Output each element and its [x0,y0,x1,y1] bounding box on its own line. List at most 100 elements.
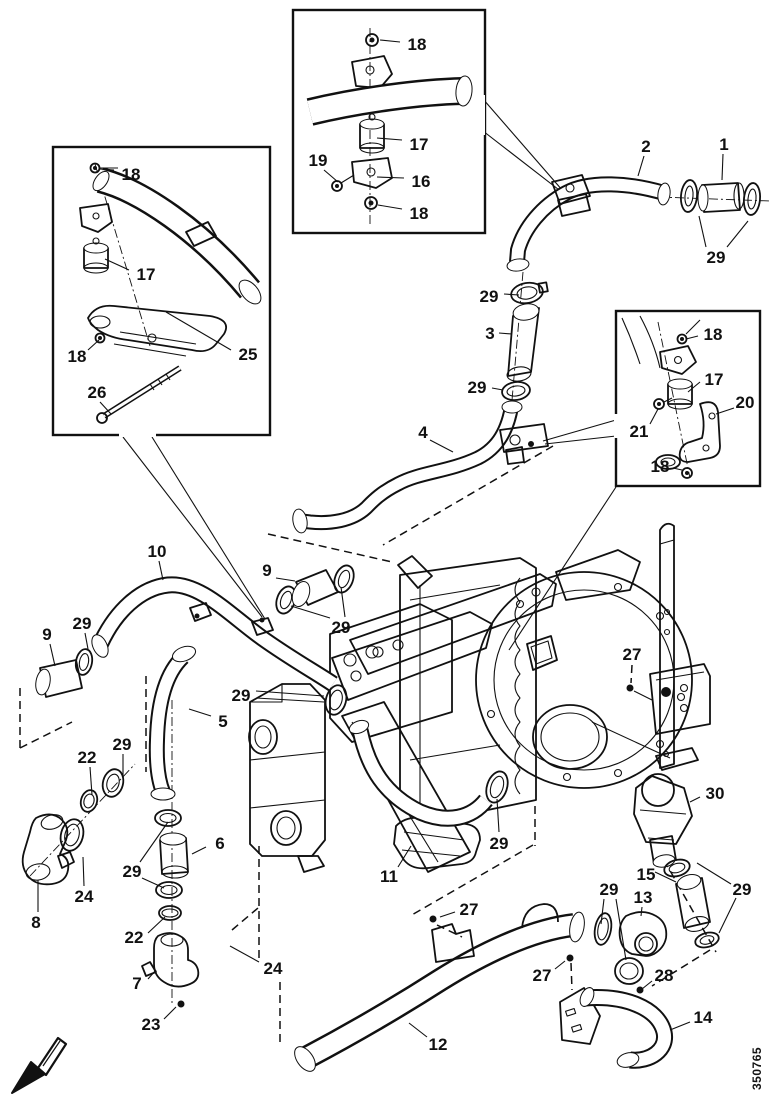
inset-box-top [291,8,487,235]
elbow-8-cluster [21,768,125,886]
callout-17-rightbox: 17 [705,370,724,389]
bracket-20 [678,401,721,463]
part-3-stack [501,281,549,402]
callout-3: 3 [485,324,494,343]
callout-18-rightbox-upper: 18 [704,325,723,344]
callout-26: 26 [88,383,107,402]
callout-22-lower: 22 [125,928,144,947]
callout-14: 14 [694,1008,713,1027]
callout-13: 13 [634,888,653,907]
callout-6: 6 [215,834,224,853]
gearbox-assembly [329,549,693,873]
bolt-27-mid [566,954,574,962]
callout-29-part13-rings: 29 [600,880,619,899]
nut-18-left-lower [94,332,106,344]
callout-27-pipe12-left: 27 [460,900,479,919]
direction-arrow-icon [11,1036,68,1094]
callout-11: 11 [380,867,398,886]
inset-pointer-lines [122,98,617,651]
callout-24-right: 24 [264,959,283,978]
callout-29-elbow8-clamp: 29 [113,735,132,754]
callout-29-right: 29 [733,880,752,899]
pipe-14 [559,987,673,1069]
alignment-dashed-lines [19,196,771,1046]
callout-2: 2 [641,137,650,156]
callout-1: 1 [719,135,728,154]
clamp-29-engine [485,770,509,804]
part-1-and-clamps [680,179,761,216]
hose-15-13-cluster [593,858,720,994]
callout-18-leftbox-upper: 18 [122,165,141,184]
callout-18-rightbox-lower: 18 [651,457,670,476]
callout-29-part6-clamps: 29 [123,862,142,881]
bolt-27-left [429,915,437,923]
callout-29-part1-clamps: 29 [707,248,726,267]
hose-5-stack [141,645,200,1008]
callout-29-part3-clamp: 29 [468,378,487,397]
callout-23: 23 [142,1015,161,1034]
nut-18-top [365,33,379,47]
bolt-21 [653,397,673,410]
callout-29-hose2-clamp: 29 [480,287,499,306]
callout-labels: 18 17 19 16 18 2 1 29 18 17 18 25 26 29 … [31,35,754,1054]
pipe-12 [294,903,585,1072]
callout-17-topbox: 17 [410,135,429,154]
callout-16: 16 [412,172,431,191]
support-bracket-right [591,522,711,771]
nut-18-top-lower [364,196,378,210]
callout-4: 4 [418,423,428,442]
callout-5: 5 [218,712,227,731]
hose-2 [506,174,671,272]
callout-18-leftbox-lower: 18 [68,347,87,366]
callout-28: 28 [655,966,674,985]
callout-7: 7 [132,974,141,993]
callout-21: 21 [630,422,649,441]
inset-box-left [51,145,272,437]
callout-29-engine-clamp: 29 [490,834,509,853]
bushing-17-top [359,113,385,154]
hose-10 [91,576,348,716]
bolt-27-right [626,684,653,701]
callout-29-cooler-clamp: 29 [232,686,251,705]
elbow-8 [21,813,70,886]
bushing-17-right [667,378,693,410]
bolt-28 [636,986,644,994]
bracket-16 [351,157,393,189]
bolt-23 [177,1000,185,1008]
callout-17-leftbox: 17 [137,265,156,284]
rod-26 [96,365,182,424]
callout-9-middle: 9 [262,561,271,580]
callout-15: 15 [637,865,656,884]
valve-30 [633,773,693,868]
callout-leader-lines [37,39,749,1038]
callout-10: 10 [148,542,167,561]
drawing-number: 350765 [750,1047,764,1090]
part-9-middle-cluster [275,564,355,615]
callout-18-topbox-lower: 18 [410,204,429,223]
clamp-ring-14-inlet [614,957,644,985]
callout-9-left: 9 [42,625,51,644]
callout-22-upper: 22 [78,748,97,767]
callout-19: 19 [309,151,328,170]
pipe-4 [292,400,549,534]
part-9-left-cluster [35,648,94,698]
callout-24-left: 24 [75,887,94,906]
callout-27-bracket: 27 [623,645,642,664]
elbow-13 [618,911,668,957]
bracket-25 [87,304,228,353]
callout-29-part9left-clamp: 29 [73,614,92,633]
callout-25: 25 [239,345,258,364]
callout-12: 12 [429,1035,448,1054]
callout-30: 30 [706,784,725,803]
clamp-29-cooler-top [324,684,348,716]
callout-29-part9mid-clamps: 29 [332,618,351,637]
callout-27-pipe12-mid: 27 [533,966,552,985]
nut-18-right-lower [681,467,693,479]
bushing-17-left [83,237,109,274]
inset-box-right [614,309,762,488]
callout-20: 20 [736,393,755,412]
callout-18-topbox-upper: 18 [408,35,427,54]
callout-8: 8 [31,913,40,932]
oil-cooler [248,683,326,873]
